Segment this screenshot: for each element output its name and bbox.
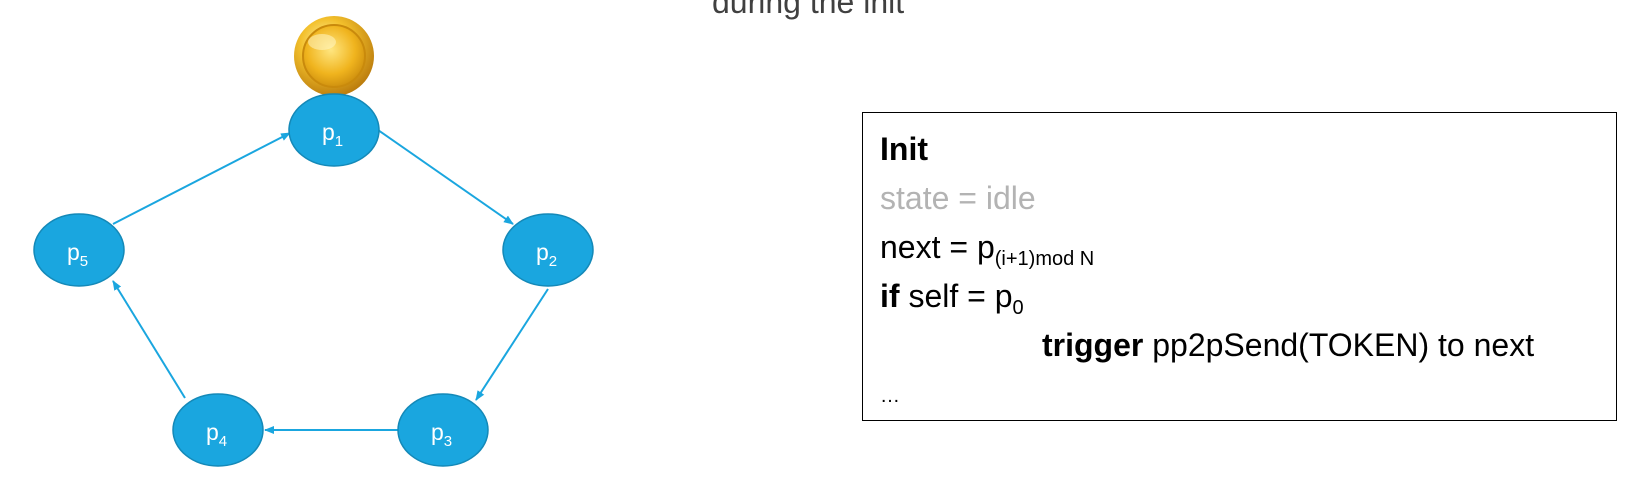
- svg-text:p3: p3: [431, 419, 452, 450]
- node-p2: p2: [502, 213, 594, 287]
- code-title: Init: [880, 131, 928, 167]
- code-next-line: next = p(i+1)mod N: [880, 229, 1095, 270]
- node-p4: p4: [172, 393, 264, 467]
- code-state-line: state = idle: [880, 180, 1036, 216]
- node-p3: p3: [397, 393, 489, 467]
- svg-text:p2: p2: [536, 239, 557, 270]
- arrow-p2-to-p3: [475, 288, 549, 401]
- arrow-p4-to-p5: [112, 280, 186, 399]
- code-if-line: if self = p0: [880, 278, 1024, 319]
- arrow-p5-to-p1: [112, 132, 291, 225]
- token-ring-diagram: p1 p2 p3 p4 p5: [33, 16, 594, 467]
- init-pseudocode-box: Init state = idle next = p(i+1)mod N if …: [862, 112, 1617, 421]
- svg-text:p1: p1: [322, 119, 343, 150]
- svg-text:p5: p5: [67, 239, 88, 270]
- node-p5: p5: [33, 213, 125, 287]
- slide-title-fragment: during the init: [712, 0, 905, 20]
- code-trigger-line: trigger pp2pSend(TOKEN) to next: [1042, 327, 1535, 363]
- gold-coin-icon: [294, 16, 374, 96]
- node-p1: p1: [288, 93, 380, 167]
- code-ellipsis: …: [880, 385, 900, 407]
- svg-text:p4: p4: [206, 419, 227, 450]
- arrow-p1-to-p2: [377, 129, 514, 225]
